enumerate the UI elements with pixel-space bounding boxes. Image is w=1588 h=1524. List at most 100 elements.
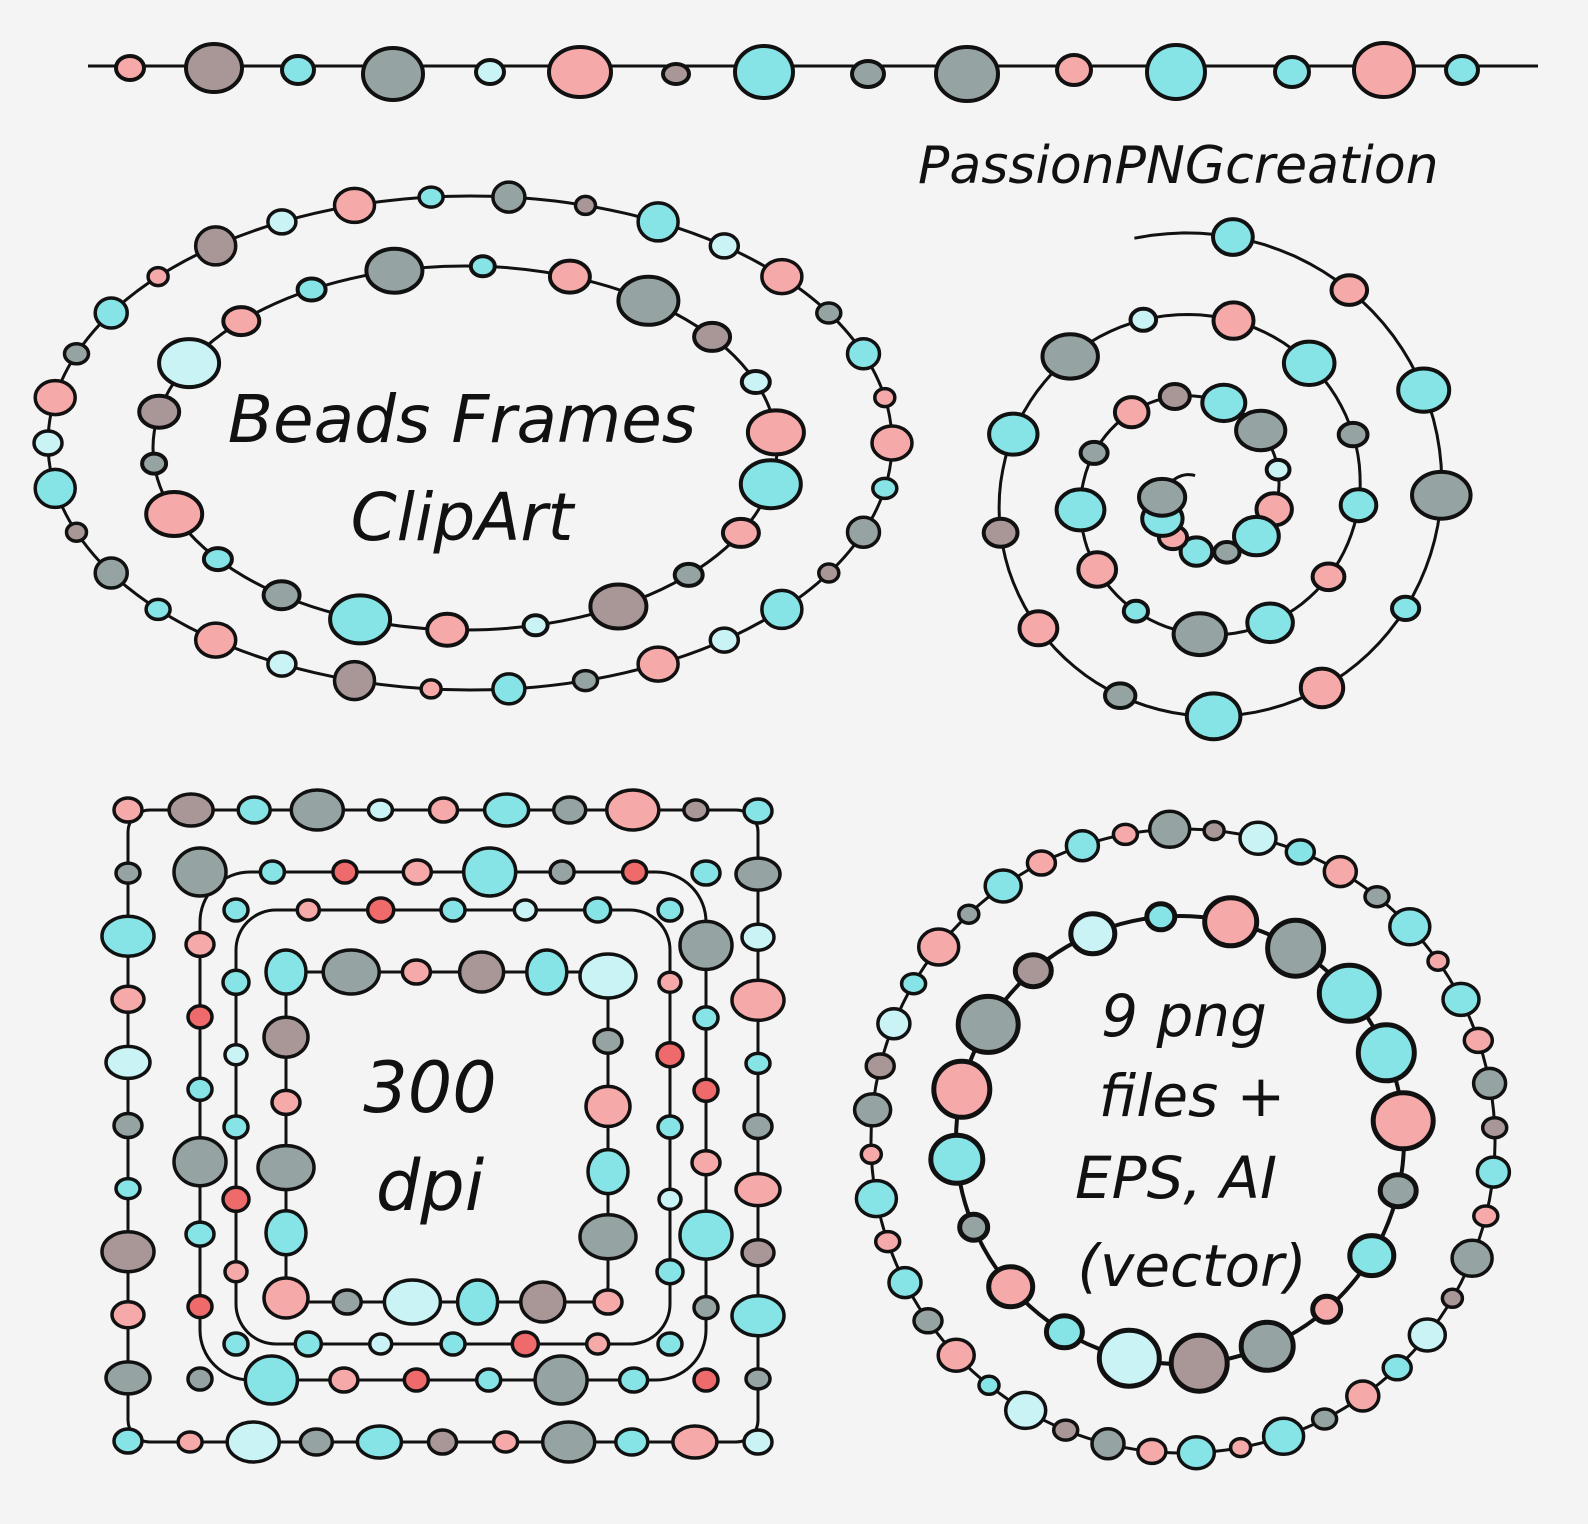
bead bbox=[186, 1076, 214, 1103]
bead bbox=[616, 274, 681, 327]
bead bbox=[1396, 366, 1452, 414]
bead bbox=[1200, 382, 1248, 424]
bead bbox=[221, 1185, 251, 1214]
bead bbox=[1178, 535, 1215, 568]
bead bbox=[1338, 487, 1379, 524]
bead bbox=[584, 1332, 611, 1356]
bead bbox=[258, 859, 287, 885]
bead bbox=[592, 1027, 624, 1055]
bead bbox=[573, 194, 598, 217]
bead bbox=[1440, 1287, 1465, 1310]
bead bbox=[870, 424, 914, 462]
bead bbox=[439, 1331, 467, 1357]
bead bbox=[223, 1259, 249, 1284]
circle-label-line-2: files + bbox=[1099, 1062, 1286, 1130]
bead bbox=[934, 45, 1000, 103]
bead bbox=[586, 1147, 630, 1196]
square-label-line-1: 300 bbox=[363, 1047, 497, 1129]
bead bbox=[426, 1428, 459, 1456]
bead bbox=[1329, 273, 1370, 307]
bead bbox=[1211, 217, 1255, 257]
bead bbox=[1450, 1238, 1494, 1279]
bead bbox=[1381, 1354, 1413, 1382]
bead bbox=[110, 1300, 146, 1330]
bead bbox=[64, 521, 89, 543]
bead bbox=[987, 411, 1040, 457]
bead bbox=[225, 1420, 281, 1464]
bead bbox=[733, 44, 795, 100]
bead bbox=[682, 798, 710, 822]
bead bbox=[1025, 849, 1058, 877]
bead bbox=[1211, 300, 1256, 341]
bead bbox=[1103, 681, 1138, 711]
bead bbox=[1352, 41, 1416, 99]
bead bbox=[1171, 611, 1229, 658]
bead bbox=[193, 225, 238, 267]
bead bbox=[742, 1112, 774, 1141]
bead bbox=[1441, 981, 1481, 1018]
bead bbox=[261, 579, 302, 612]
bead bbox=[1234, 408, 1288, 453]
bead bbox=[264, 948, 308, 996]
bead bbox=[1388, 907, 1432, 947]
bead bbox=[114, 54, 146, 82]
bead bbox=[491, 180, 527, 214]
bead bbox=[655, 1257, 685, 1286]
bead bbox=[1298, 666, 1346, 710]
bead bbox=[236, 795, 272, 825]
bead bbox=[1426, 950, 1450, 972]
bead bbox=[745, 408, 806, 457]
bead bbox=[533, 1354, 589, 1406]
bead bbox=[521, 613, 550, 638]
bead bbox=[1096, 1327, 1162, 1389]
bead bbox=[1051, 1418, 1080, 1442]
bead bbox=[100, 914, 156, 958]
bead bbox=[1078, 439, 1110, 466]
bead bbox=[605, 788, 661, 832]
bead bbox=[1310, 561, 1347, 593]
bead bbox=[1012, 952, 1054, 990]
bead bbox=[1264, 457, 1292, 482]
bead bbox=[981, 516, 1020, 549]
bead bbox=[1475, 1155, 1512, 1189]
bead bbox=[740, 1237, 776, 1268]
bead bbox=[425, 611, 470, 648]
bead bbox=[977, 1374, 1001, 1397]
bead bbox=[1054, 487, 1107, 533]
bead bbox=[32, 429, 64, 457]
bead bbox=[400, 958, 433, 986]
bead bbox=[1265, 917, 1327, 979]
bead bbox=[912, 1307, 944, 1335]
bead bbox=[873, 1229, 902, 1254]
bead bbox=[295, 898, 322, 922]
bead bbox=[321, 948, 381, 996]
bead bbox=[270, 1088, 302, 1117]
bead bbox=[656, 897, 684, 923]
bead bbox=[817, 562, 841, 584]
bead bbox=[427, 796, 460, 824]
bead bbox=[1284, 838, 1317, 866]
bead bbox=[223, 1042, 249, 1067]
bead bbox=[845, 515, 882, 549]
bead bbox=[730, 1294, 786, 1338]
bead bbox=[1377, 1172, 1419, 1210]
bead bbox=[172, 846, 228, 898]
bead bbox=[690, 859, 722, 887]
bead bbox=[617, 1366, 650, 1394]
bead bbox=[184, 1220, 216, 1248]
circle-label-line-1: 9 png bbox=[1101, 982, 1267, 1050]
bead bbox=[222, 897, 250, 923]
bead bbox=[1003, 1390, 1048, 1431]
bead bbox=[1145, 43, 1207, 101]
bead bbox=[365, 896, 396, 924]
bead bbox=[1055, 53, 1093, 87]
bead bbox=[364, 246, 425, 295]
bead bbox=[525, 948, 569, 996]
bead bbox=[298, 1427, 335, 1457]
bead bbox=[1112, 395, 1151, 430]
bead bbox=[332, 659, 377, 702]
bead bbox=[33, 467, 77, 510]
bead bbox=[110, 984, 146, 1015]
bead bbox=[620, 859, 649, 885]
bead bbox=[815, 301, 843, 325]
